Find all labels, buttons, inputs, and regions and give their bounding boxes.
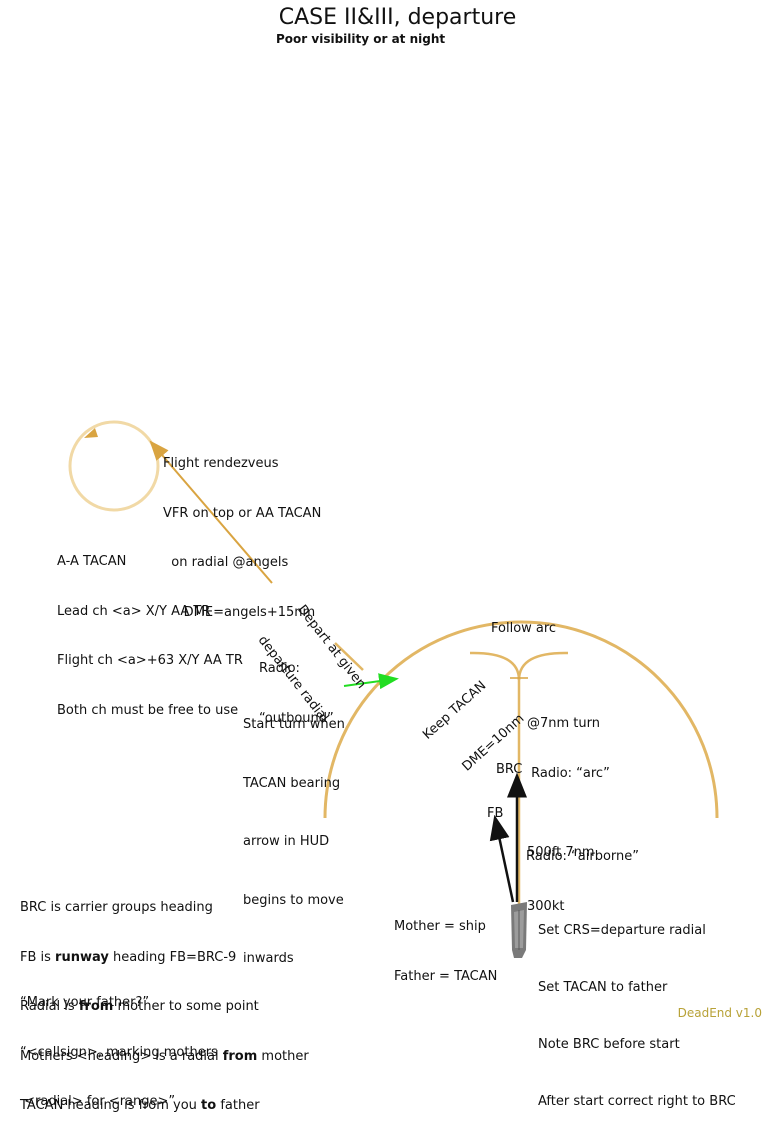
- legend-text: heading FB=BRC-9: [108, 949, 237, 965]
- version-label: DeadEnd v1.0: [677, 1006, 762, 1020]
- fb-label: FB: [487, 806, 504, 821]
- radio-outbound-line: Radio:: [259, 661, 300, 676]
- brc-label: BRC: [496, 762, 523, 777]
- start-turn-line: begins to move: [243, 892, 344, 908]
- start-turn-arrow: [343, 673, 399, 690]
- legend-emphasis: from: [78, 999, 114, 1014]
- legend-text: Radial is: [20, 999, 79, 1014]
- radio-call-line: “<callsign>, marking mothers: [20, 1044, 218, 1060]
- arc-join-right: [517, 651, 569, 681]
- start-turn-line: Start turn when: [243, 717, 345, 732]
- father-line: Father = TACAN: [394, 968, 498, 984]
- legend-line: FB is runway heading FB=BRC-9: [20, 950, 309, 967]
- outbound-leg: [334, 642, 364, 671]
- legend-text: mother: [257, 1048, 309, 1064]
- radio-airborne: Radio: “airborne”: [526, 849, 639, 864]
- climb-line: 500ft 7nm: [527, 845, 595, 860]
- legend-line: Radial is from mother to some point: [20, 999, 309, 1016]
- rendezvous-line: Flight rendezveus: [163, 456, 279, 471]
- radio-call-line: “Mark your father?”: [20, 995, 150, 1010]
- aa-tacan-line: Both ch must be free to use: [57, 702, 239, 718]
- orbit-arrow-icon: [84, 428, 98, 438]
- legend-text: BRC is carrier groups heading: [20, 900, 213, 915]
- radio-call: “Mark your father?” “<callsign>, marking…: [20, 962, 218, 1127]
- radio-call-line: <radial> for <range>”: [20, 1094, 176, 1109]
- rendezvous-line: VFR on top or AA TACAN: [163, 505, 322, 521]
- legend-emphasis: runway: [55, 949, 109, 965]
- rendezvous-circle: [68, 420, 160, 512]
- start-turn-line: arrow in HUD: [243, 834, 330, 849]
- turn-7nm-line: @7nm turn: [527, 716, 600, 731]
- tacan-arc: [323, 620, 719, 819]
- legend-text: FB is: [20, 949, 56, 965]
- legend-emphasis: from: [222, 1048, 258, 1064]
- page-subtitle: Poor visibility or at night: [276, 32, 446, 46]
- legend-line: BRC is carrier groups heading: [20, 900, 309, 917]
- mother-line: Mother = ship: [394, 919, 486, 934]
- turn-7nm-text: @7nm turn Radio: “arc”: [527, 683, 610, 799]
- aa-tacan-line: A-A TACAN: [57, 554, 127, 569]
- keep-tacan-line: Keep TACAN: [420, 678, 490, 743]
- departure-diagram: [68, 420, 719, 958]
- follow-arc-label: Follow arc: [491, 621, 557, 636]
- climb-line: 300kt: [527, 899, 565, 914]
- start-turn-line: inwards: [243, 951, 294, 966]
- aa-tacan-line: Lead ch <a> X/Y AA TR: [57, 603, 211, 619]
- rendezvous-text: Flight rendezveus VFR on top or AA TACAN…: [163, 423, 321, 638]
- radio-outbound: Radio: “outbound”: [259, 628, 334, 744]
- radial-line: [149, 440, 273, 584]
- rendezvous-line: DME=angels+15nm: [163, 604, 316, 620]
- aa-tacan-text: A-A TACAN Lead ch <a> X/Y AA TR Flight c…: [57, 521, 243, 736]
- radio-outbound-line: “outbound”: [259, 710, 334, 726]
- climb-text: 500ft 7nm 300kt: [527, 808, 595, 934]
- turn-7nm-line: Radio: “arc”: [527, 765, 610, 781]
- start-turn-text: Start turn when TACAN bearing arrow in H…: [243, 676, 345, 988]
- fb-arrow: [489, 814, 515, 903]
- legend-text: mother to some point: [113, 999, 259, 1014]
- mother-father-text: Mother = ship Father = TACAN: [394, 886, 497, 1002]
- legend-text: father: [216, 1098, 260, 1113]
- page-title: CASE II&III, departure: [278, 5, 517, 30]
- start-turn-line: TACAN bearing: [243, 775, 341, 791]
- carrier-ship-icon: [511, 902, 527, 958]
- step-item: Set TACAN to father: [538, 980, 668, 995]
- step-item: Set CRS=departure radial: [538, 923, 706, 938]
- rendezvous-line: on radial @angels: [163, 555, 289, 570]
- aa-tacan-line: Flight ch <a>+63 X/Y AA TR: [57, 653, 243, 668]
- step-item: Note BRC before start: [538, 1037, 680, 1052]
- step-item: After start correct right to BRC: [538, 1094, 736, 1109]
